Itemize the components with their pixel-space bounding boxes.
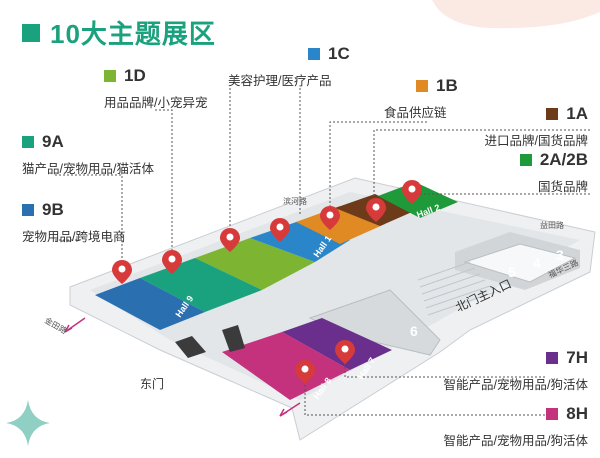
pin-icon	[402, 180, 422, 204]
zone-label-1a: 1A 进口品牌/国货品牌	[485, 104, 588, 149]
zone-desc: 宠物用品/跨境电商	[22, 230, 126, 244]
zone-desc: 进口品牌/国货品牌	[484, 134, 588, 148]
pin-icon	[366, 198, 386, 222]
zone-color-swatch	[519, 154, 532, 166]
title-square-icon	[22, 23, 40, 42]
zone-code: 8H	[566, 404, 588, 423]
zone-label-8h: 8H 智能产品/宠物用品/狗活体	[444, 404, 588, 449]
pin-icon	[220, 228, 240, 252]
zone-label-9a: 9A 猫产品/宠物用品/猫活体	[22, 132, 154, 177]
zone-9b-area	[95, 278, 205, 330]
zone-code: 2A/2B	[539, 150, 588, 169]
zone-desc: 国货品牌	[537, 180, 588, 194]
zone-label-1d: 1D 用品品牌/小宠异宠	[104, 66, 207, 111]
pin-icon	[320, 206, 340, 230]
zone-1d-area	[195, 238, 315, 290]
zone-label-2a2b: 2A/2B 国货品牌	[519, 150, 588, 195]
zone-8h-area	[222, 332, 350, 400]
pin-icon	[162, 250, 182, 274]
zone-color-swatch	[546, 108, 559, 120]
zone-code: 1C	[328, 44, 350, 63]
zone-code: 1D	[124, 66, 146, 85]
map-pins	[112, 180, 422, 384]
zone-label-1b: 1B 食品供应链	[384, 76, 458, 121]
ramp-stripes	[417, 261, 496, 316]
zone-desc: 猫产品/宠物用品/猫活体	[22, 162, 154, 176]
leader-lines	[55, 88, 590, 416]
zone-color-swatch	[546, 408, 559, 420]
zone-code: 1A	[566, 104, 588, 123]
pin-icon	[295, 360, 315, 384]
zone-color-swatch	[104, 70, 116, 82]
pin-icon	[335, 340, 355, 364]
zone-color-swatch	[416, 80, 428, 92]
zone-2a2b-area	[378, 182, 458, 218]
page-title: 10大主题展区	[22, 14, 216, 51]
road-bintan-label: 滨河路	[283, 196, 307, 206]
pin-icon	[112, 260, 132, 284]
zone-code: 9A	[42, 132, 64, 151]
zone-color-swatch	[308, 48, 320, 60]
road-yitian-right-label: 益田路	[540, 220, 564, 230]
zone-color-swatch	[546, 352, 559, 364]
east-gate-label: 东门	[140, 376, 164, 391]
zone-desc: 美容护理/医疗产品	[228, 74, 332, 88]
hall-5-label: 5	[508, 264, 516, 280]
zone-label-9b: 9B 宠物用品/跨境电商	[22, 200, 125, 245]
sparkle-icon	[6, 400, 50, 446]
zone-desc: 智能产品/宠物用品/狗活体	[443, 434, 588, 448]
zone-label-7h: 7H 智能产品/宠物用品/狗活体	[444, 348, 588, 393]
hall-block-5-4-3	[463, 243, 577, 283]
hall-4-label: 4	[533, 255, 541, 271]
hall-3-label: 3	[556, 247, 564, 263]
road-yitian-left-label: 金田路	[43, 315, 69, 336]
zone-desc: 食品供应链	[384, 106, 447, 120]
hall-6-label: 6	[410, 323, 418, 339]
title-text: 10大主题展区	[50, 19, 216, 49]
zone-color-swatch	[22, 204, 34, 216]
zone-desc: 用品品牌/小宠异宠	[104, 96, 208, 110]
zone-code: 1B	[436, 76, 458, 95]
zone-code: 9B	[42, 200, 64, 219]
zone-desc: 智能产品/宠物用品/狗活体	[443, 378, 588, 392]
zone-color-swatch	[22, 136, 34, 148]
stairs	[175, 325, 245, 358]
pin-icon	[270, 218, 290, 242]
zone-label-1c: 1C 美容护理/医疗产品	[228, 44, 350, 89]
zone-code: 7H	[566, 348, 588, 367]
gate-arrows	[64, 317, 301, 417]
decorative-blob	[432, 0, 600, 29]
venue-inner-road	[90, 192, 580, 400]
